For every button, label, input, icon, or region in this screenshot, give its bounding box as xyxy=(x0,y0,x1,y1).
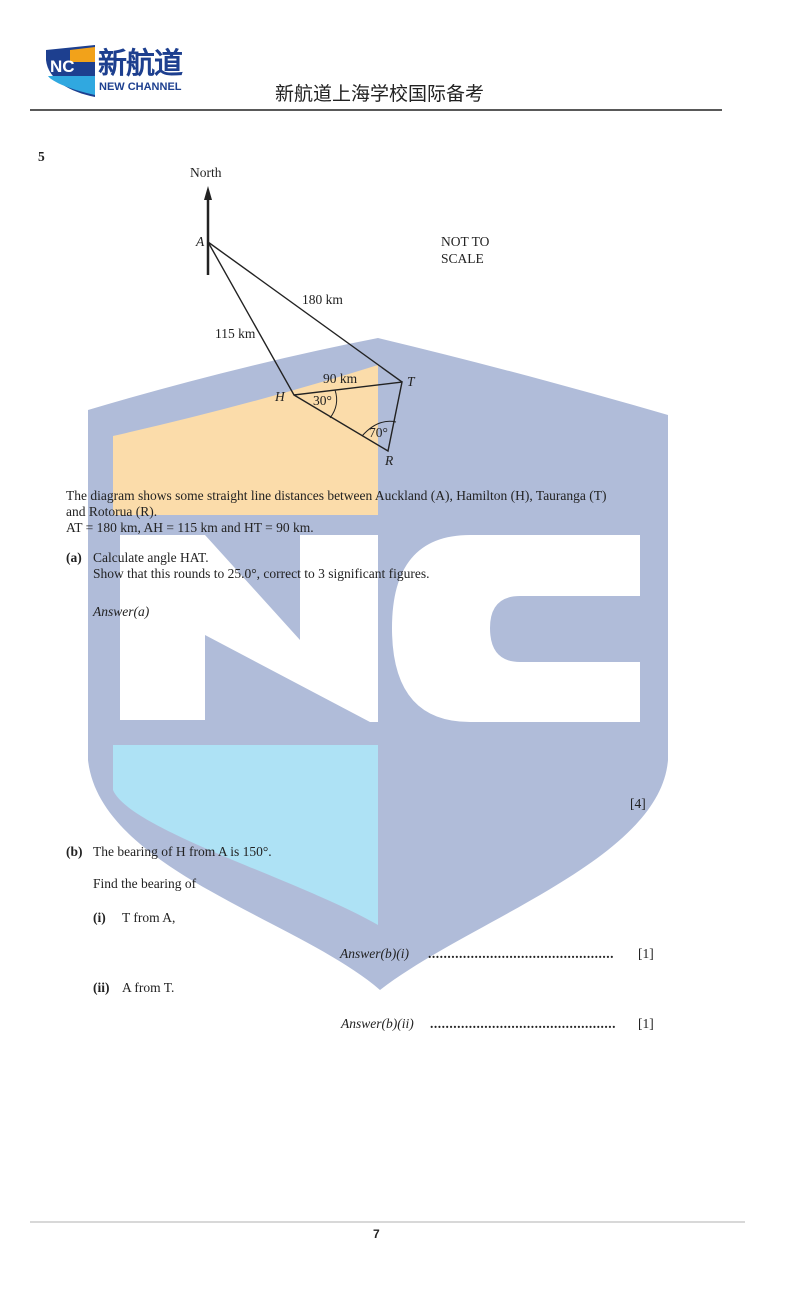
triangle-diagram xyxy=(204,186,403,453)
answer-bii-line[interactable]: ........................................… xyxy=(430,1016,616,1031)
part-b-line-2: Find the bearing of xyxy=(93,876,197,891)
answer-bi-label: Answer(b)(i) xyxy=(340,946,409,961)
point-a-label: A xyxy=(196,234,205,249)
marks-a: [4] xyxy=(630,796,646,811)
angle-r-label: 70° xyxy=(369,425,388,440)
part-bi-text: T from A, xyxy=(122,910,176,925)
page-number: 7 xyxy=(373,1227,380,1241)
point-h-label: H xyxy=(275,389,285,404)
intro-line-3: AT = 180 km, AH = 115 km and HT = 90 km. xyxy=(66,520,314,535)
not-to-scale-2: SCALE xyxy=(441,251,484,266)
answer-bi-line[interactable]: ........................................… xyxy=(428,946,614,961)
ah-length-label: 115 km xyxy=(215,326,256,341)
part-bii-text: A from T. xyxy=(122,980,175,995)
intro-line-1: The diagram shows some straight line dis… xyxy=(66,488,607,503)
part-a-line-1: Calculate angle HAT. xyxy=(93,550,209,565)
logo-mark: NC xyxy=(50,57,75,76)
point-t-label: T xyxy=(407,374,415,389)
logo-text-cn: 新航道 xyxy=(98,46,183,80)
part-bi-label: (i) xyxy=(93,910,106,925)
ht-length-label: 90 km xyxy=(323,371,358,386)
north-label: North xyxy=(190,165,222,180)
part-bii-label: (ii) xyxy=(93,980,110,995)
intro-line-2: and Rotorua (R). xyxy=(66,504,158,519)
marks-bi: [1] xyxy=(638,946,654,961)
at-length-label: 180 km xyxy=(302,292,343,307)
answer-a-label: Answer(a) xyxy=(93,604,150,619)
answer-bii-label: Answer(b)(ii) xyxy=(341,1016,414,1031)
logo-text-en: NEW CHANNEL xyxy=(99,81,182,93)
part-a-line-2: Show that this rounds to 25.0°, correct … xyxy=(93,566,430,581)
marks-bii: [1] xyxy=(638,1016,654,1031)
part-b-label: (b) xyxy=(66,844,83,859)
point-r-label: R xyxy=(385,453,394,468)
question-number: 5 xyxy=(38,149,45,164)
header-title: 新航道上海学校国际备考 xyxy=(275,83,485,105)
part-a-label: (a) xyxy=(66,550,82,565)
angle-h-label: 30° xyxy=(313,393,332,408)
part-b-line-1: The bearing of H from A is 150°. xyxy=(93,844,272,859)
not-to-scale-1: NOT TO xyxy=(441,234,490,249)
